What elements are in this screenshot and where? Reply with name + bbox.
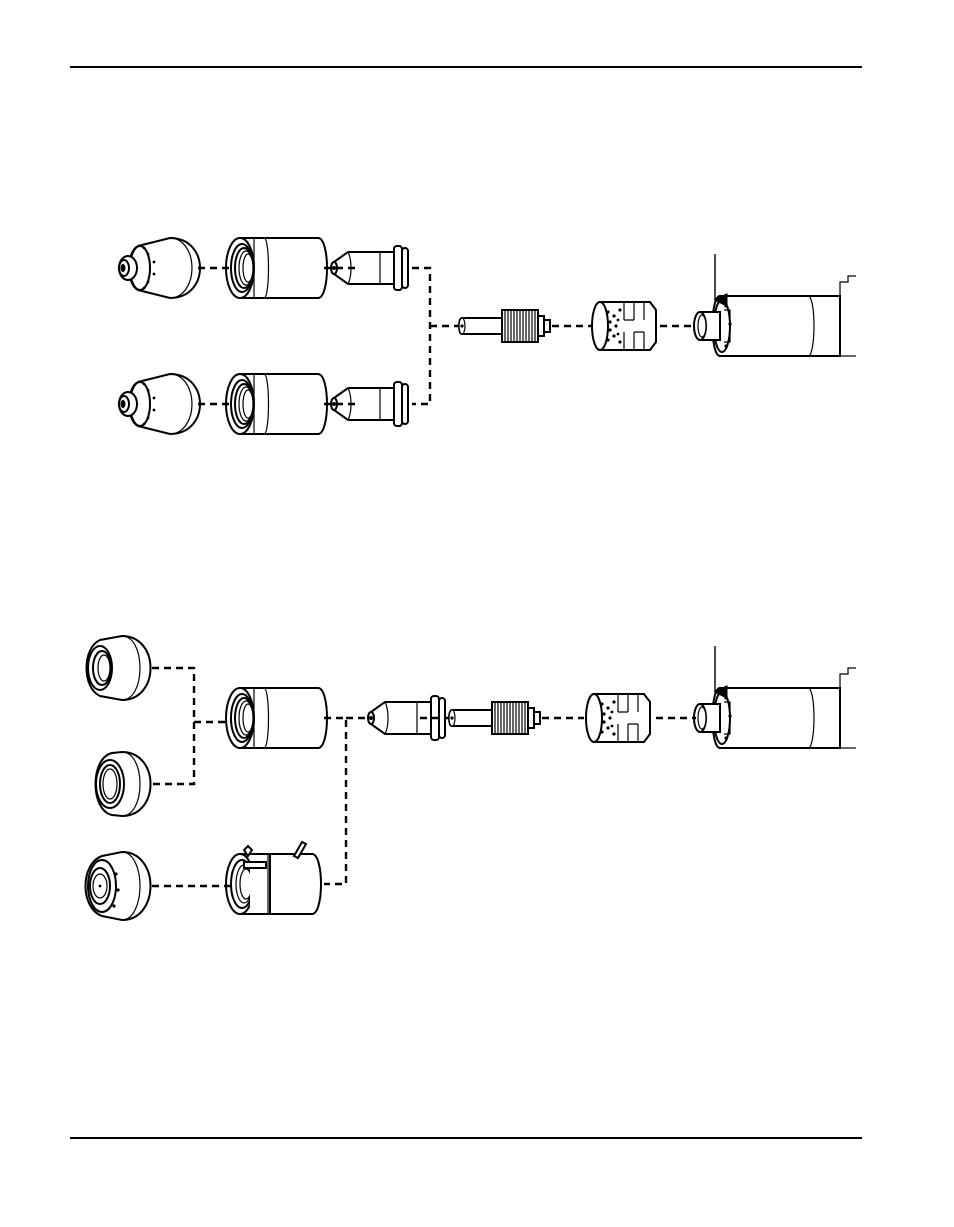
connector-bottom-shields-merge xyxy=(152,666,196,786)
shield-bottom-1 xyxy=(85,634,152,702)
connector-top-nozzles-merge xyxy=(412,266,432,406)
retaining-cap-top-2 xyxy=(225,373,328,435)
retaining-cap-top-1 xyxy=(225,237,328,299)
electrode-top xyxy=(458,309,551,343)
shield-top-2 xyxy=(118,373,201,435)
shield-top-1 xyxy=(118,237,201,299)
torch-body-top xyxy=(693,275,857,357)
connector-bottom-caps-merge xyxy=(324,716,348,886)
shield-bottom-3 xyxy=(84,850,152,922)
torch-body-bottom xyxy=(693,667,857,749)
retaining-cap-bottom xyxy=(225,687,328,749)
assembly-bottom xyxy=(84,634,857,922)
shield-bottom-2 xyxy=(94,750,152,818)
electrode-bottom xyxy=(448,701,541,735)
swirl-ring-top xyxy=(591,301,657,351)
assembly-top xyxy=(118,237,857,435)
retaining-cap-bottom-ohmic xyxy=(225,840,322,915)
swirl-ring-bottom xyxy=(585,693,651,743)
